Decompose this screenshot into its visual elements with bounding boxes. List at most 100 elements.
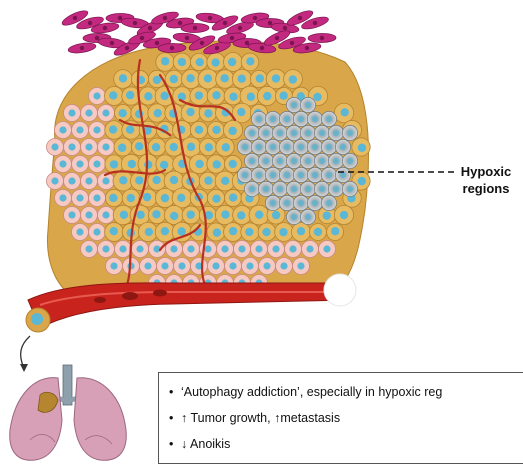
hypoxic-cell	[300, 181, 315, 196]
tumor-cell	[259, 258, 276, 275]
fibroblast	[158, 43, 186, 52]
tumor-cell	[190, 87, 208, 105]
tumor-cell	[224, 53, 243, 72]
bullet-tumor-growth: •↑ Tumor growth, ↑metastasis	[169, 405, 523, 431]
tumor-cell	[89, 88, 106, 105]
tumor-cell	[98, 207, 115, 224]
tumor-cell	[183, 241, 200, 258]
hypoxic-cell	[314, 153, 329, 168]
hypoxic-cell	[272, 125, 287, 140]
tumor-cell	[156, 53, 174, 71]
arrow	[21, 336, 30, 368]
hypoxic-cell	[265, 195, 280, 210]
tumor-cell	[89, 190, 106, 207]
bullet-text: ‘Autophagy addiction’, especially in hyp…	[181, 385, 442, 399]
tumor-cell	[198, 69, 218, 89]
tumor-cell	[207, 87, 225, 105]
hypoxic-cell	[342, 181, 357, 196]
tumor-cell	[225, 258, 242, 275]
fibroblast	[308, 33, 336, 42]
hypoxic-cell	[300, 209, 315, 224]
tumor-cell	[223, 120, 242, 139]
tumor-cell	[224, 189, 241, 206]
tumor-cell	[64, 139, 81, 156]
tumor-cell	[233, 206, 252, 225]
tumor-cell	[293, 258, 310, 275]
tumor-cell	[64, 173, 81, 190]
tumor-cell	[173, 87, 191, 105]
hypoxic-cell	[286, 125, 301, 140]
hypoxic-cell	[286, 209, 301, 224]
tumor-cell	[98, 241, 115, 258]
hypoxic-cell	[286, 153, 301, 168]
tumor-cell	[207, 189, 224, 206]
tumor-cell	[81, 241, 98, 258]
tumor-cell	[132, 241, 149, 258]
tumor-cell	[72, 156, 89, 173]
fibroblast	[181, 23, 209, 32]
hypoxic-cell	[307, 139, 322, 154]
tumor-cell	[148, 104, 166, 122]
tumor-cell	[268, 241, 285, 258]
tumor-cell	[207, 223, 225, 241]
tumor-cell	[157, 258, 174, 275]
tumor-cell	[275, 223, 294, 242]
hypoxic-cell	[307, 195, 322, 210]
tumor-cell	[217, 241, 234, 258]
tumor-cell	[309, 223, 326, 240]
tumor-cell	[190, 121, 207, 138]
hypoxic-cell	[251, 167, 266, 182]
hypoxic-cell	[286, 181, 301, 196]
hypoxic-cell	[300, 125, 315, 140]
tumor-cell	[172, 188, 192, 208]
tumor-cell	[55, 156, 72, 173]
tumor-cell	[208, 258, 225, 275]
tumor-cell	[115, 241, 132, 258]
tumor-cell	[64, 105, 81, 122]
hypoxic-cell	[293, 167, 308, 182]
tumor-cell	[55, 122, 72, 139]
tumor-cell	[105, 189, 122, 206]
tumor-cell	[81, 105, 98, 122]
tumor-cell	[105, 87, 124, 106]
fibroblast	[67, 41, 96, 54]
tumor-cell	[207, 155, 225, 173]
tumor-cell	[114, 138, 132, 156]
hypoxic-cell	[307, 111, 322, 126]
tumor-cell	[216, 138, 234, 156]
tumor-cell	[148, 138, 166, 156]
hypoxic-cell	[272, 153, 287, 168]
effects-box: •‘Autophagy addiction’, especially in hy…	[158, 372, 523, 464]
hypoxic-cell	[237, 167, 252, 182]
hypoxic-cell	[279, 139, 294, 154]
tumor-cell	[191, 258, 208, 275]
hypoxic-cell	[286, 97, 301, 112]
tumor-cell	[173, 53, 191, 71]
tumor-cell	[149, 241, 166, 258]
tumor-cell	[72, 122, 89, 139]
tumor-cell	[207, 53, 225, 71]
tumor-cell	[81, 207, 98, 224]
hypoxic-cell	[314, 181, 329, 196]
tumor-cell	[284, 70, 303, 89]
hypoxic-cell	[335, 167, 350, 182]
tumor-cell	[251, 241, 268, 258]
hypoxic-label: Hypoxic regions	[456, 163, 516, 197]
tumor-cell	[302, 241, 319, 258]
tumor-cell	[241, 53, 259, 71]
tumor-cell	[72, 190, 89, 207]
hypoxic-cell	[251, 139, 266, 154]
tumor-cell	[285, 241, 302, 258]
tumor-cell	[257, 86, 276, 105]
tumor-cell	[250, 70, 267, 87]
tumor-cell	[105, 223, 124, 242]
hypoxic-cell	[328, 181, 343, 196]
tumor-cell	[55, 190, 72, 207]
tumor-cell	[47, 139, 64, 156]
hypoxic-cell	[342, 125, 357, 140]
hypoxic-label-line2: regions	[456, 180, 516, 197]
tumor-cell	[138, 222, 157, 241]
tumor-cell	[190, 53, 207, 70]
tumor-cell	[224, 223, 243, 242]
tumor-cell	[89, 122, 106, 139]
